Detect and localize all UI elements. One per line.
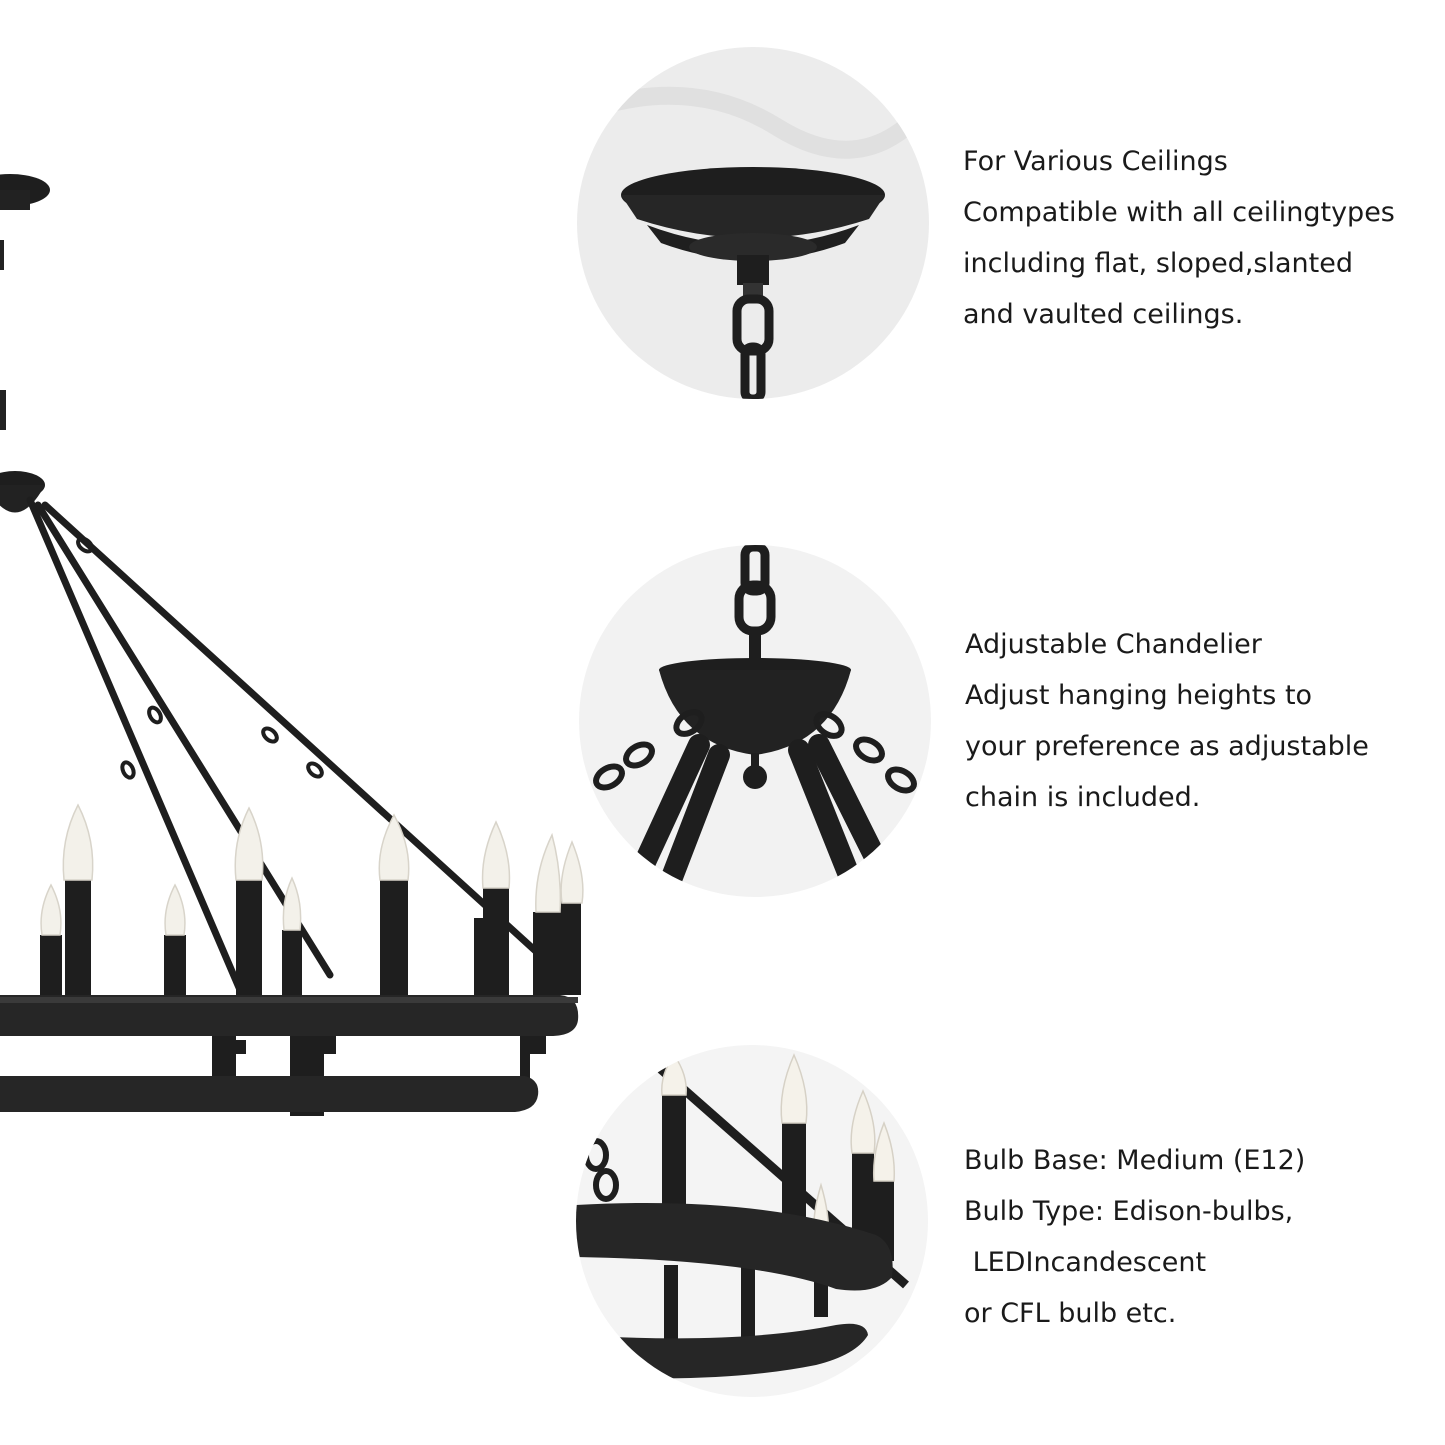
ceiling-canopy-photo xyxy=(577,47,929,399)
feature-adjustable-line: your preference as adjustable xyxy=(965,731,1369,762)
bulb-ring-photo xyxy=(576,1045,928,1397)
feature-bulb-type: Bulb Type: Edison-bulbs, xyxy=(964,1196,1294,1227)
feature-ceilings-line: and vaulted ceilings. xyxy=(963,299,1244,330)
feature-adjustable-title: Adjustable Chandelier xyxy=(965,629,1262,660)
feature-ceilings: For Various Ceilings Compatible with all… xyxy=(963,136,1395,340)
feature-adjustable: Adjustable Chandelier Adjust hanging hei… xyxy=(965,619,1369,823)
chain-hub-photo xyxy=(579,545,931,897)
feature-bulb-line: LEDIncandescent xyxy=(964,1247,1207,1278)
feature-bulb: Bulb Base: Medium (E12) Bulb Type: Ediso… xyxy=(964,1135,1305,1339)
feature-bulb-line: or CFL bulb etc. xyxy=(964,1298,1177,1329)
ceiling-canopy-detail xyxy=(577,47,929,399)
chandelier-illustration xyxy=(0,174,584,1116)
bulb-detail xyxy=(576,1045,928,1397)
feature-ceilings-line: Compatible with all ceilingtypes xyxy=(963,197,1395,228)
feature-ceilings-line: including flat, sloped,slanted xyxy=(963,248,1353,279)
feature-ceilings-title: For Various Ceilings xyxy=(963,146,1228,177)
feature-bulb-base: Bulb Base: Medium (E12) xyxy=(964,1145,1306,1176)
feature-adjustable-line: chain is included. xyxy=(965,782,1201,813)
feature-adjustable-line: Adjust hanging heights to xyxy=(965,680,1313,711)
adjustable-chain-detail xyxy=(579,545,931,897)
